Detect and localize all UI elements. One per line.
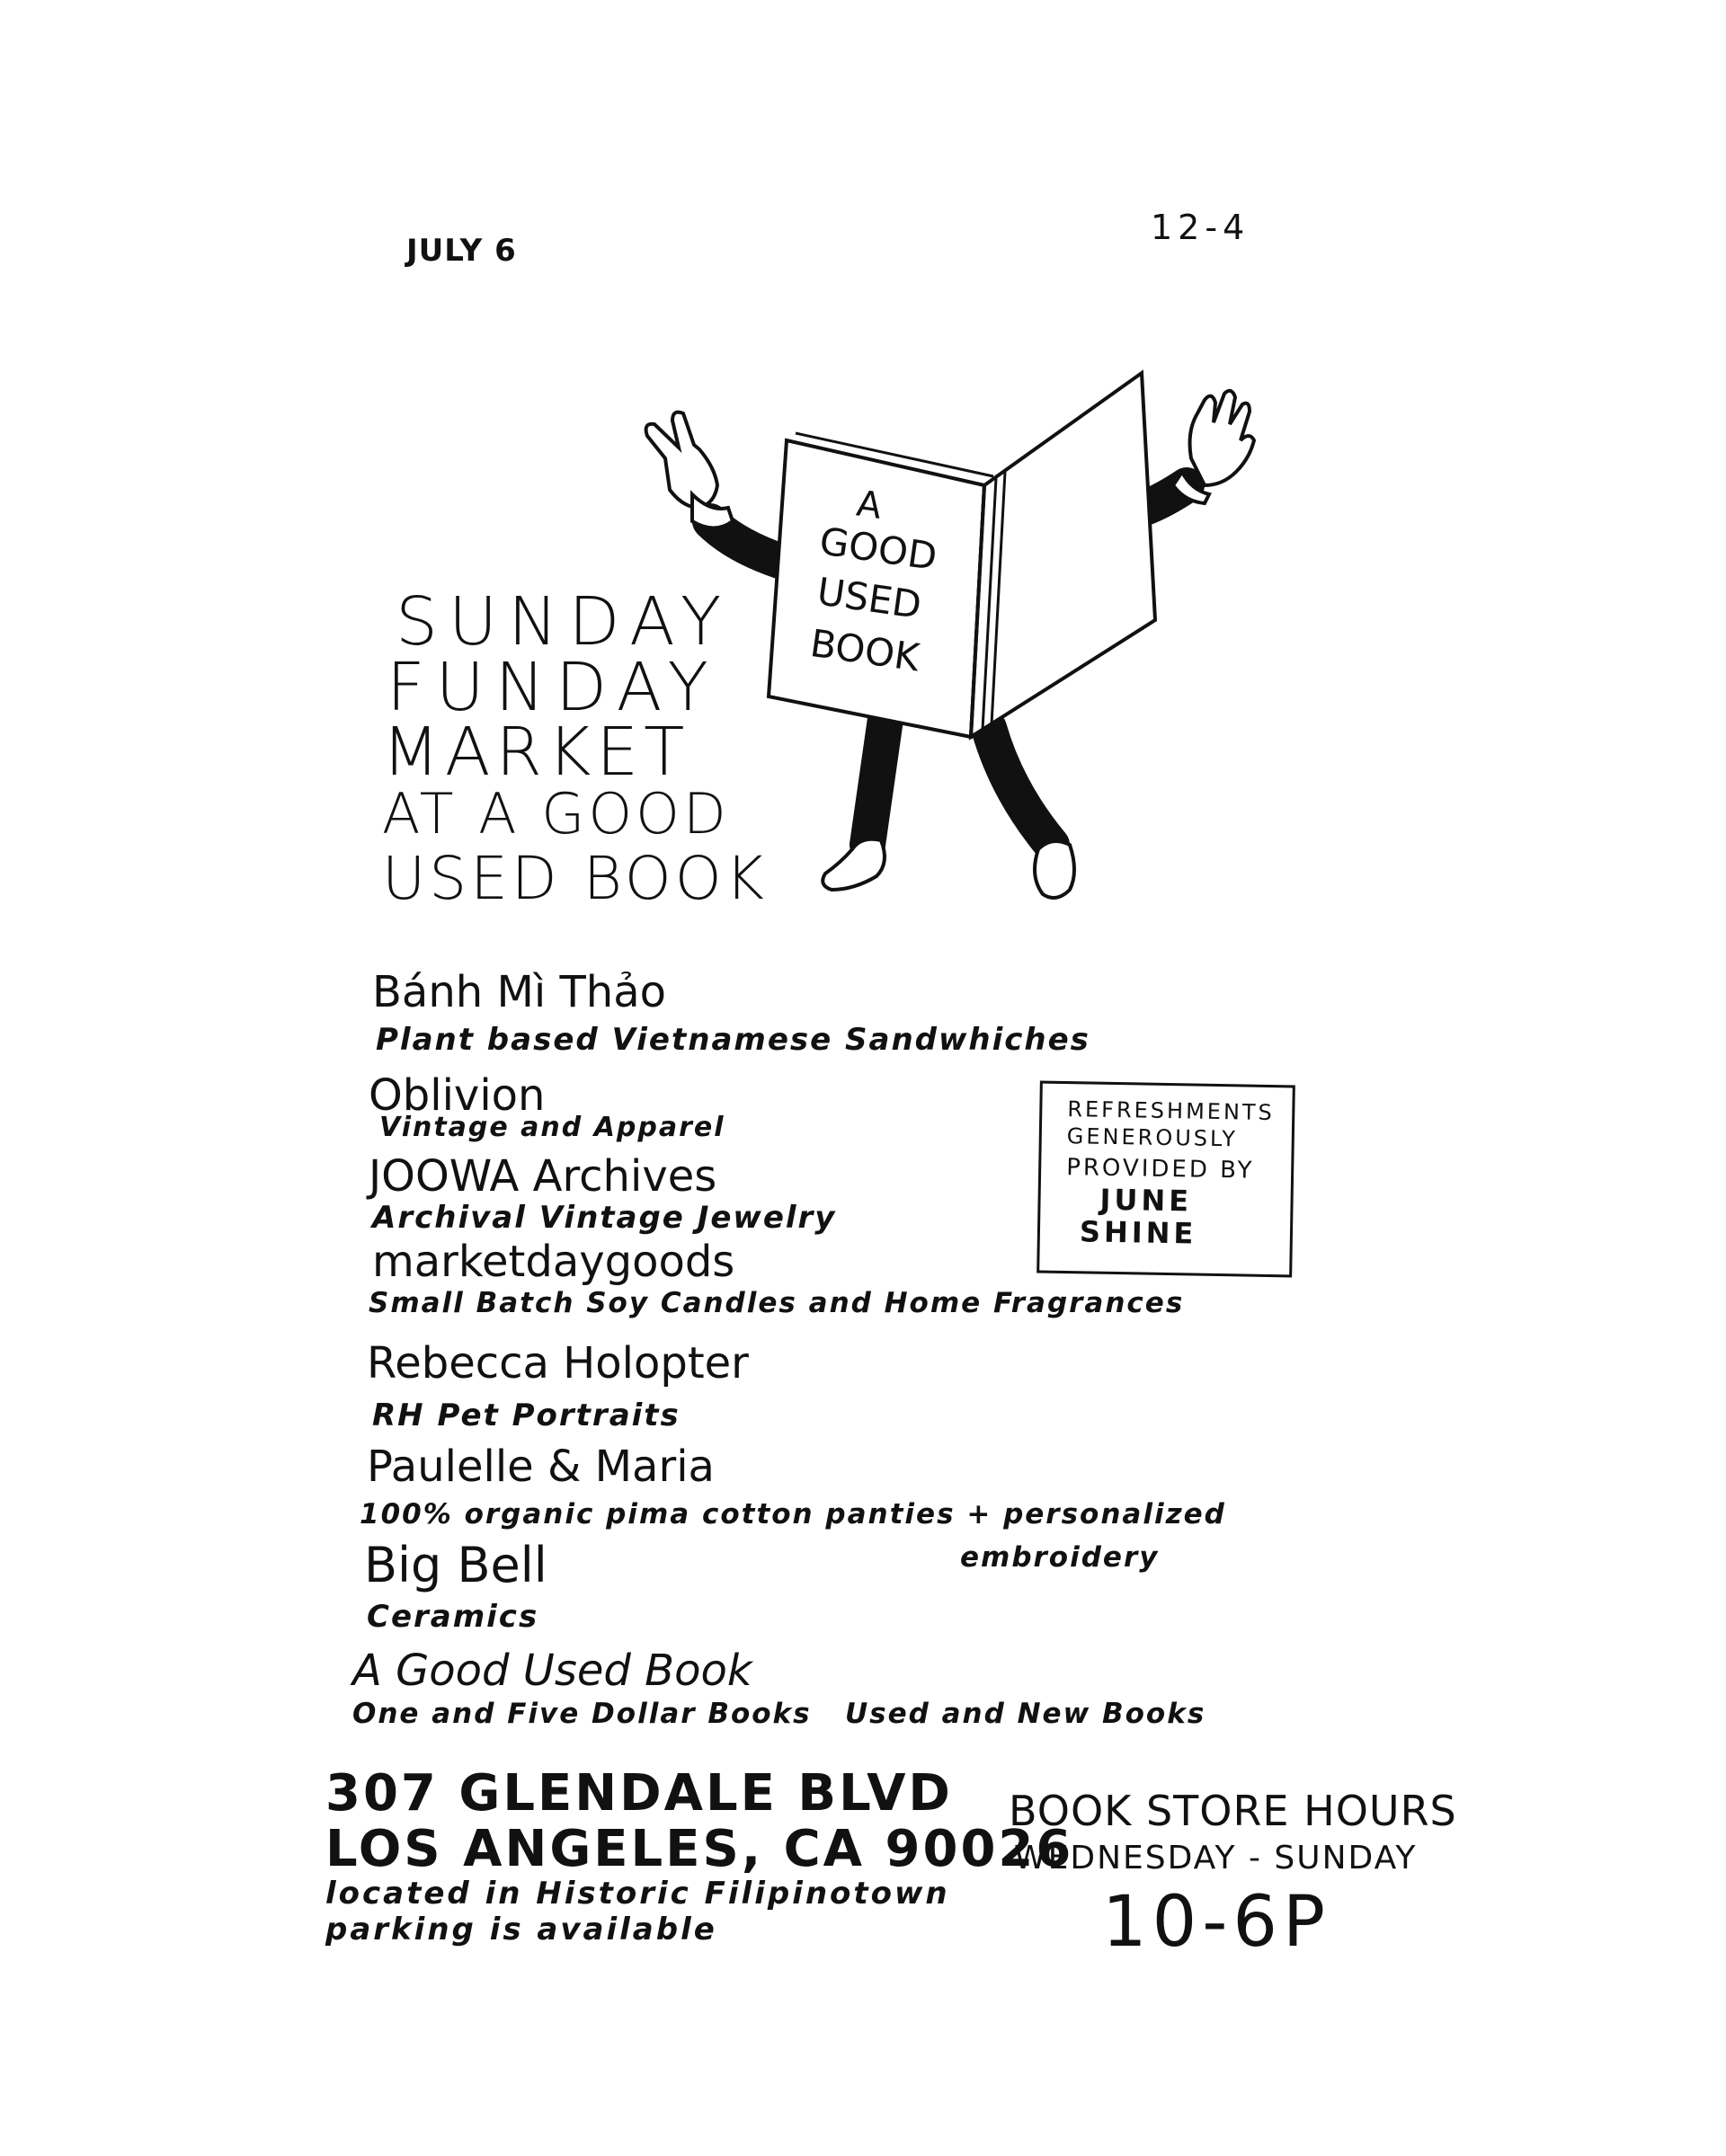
address-city: LOS ANGELES, CA 90026 bbox=[325, 1820, 1074, 1878]
vendor-desc: Plant based Vietnamese Sandwhiches bbox=[376, 1022, 1090, 1058]
title-line-3: MARKET bbox=[382, 714, 690, 791]
right-glove-icon bbox=[1170, 388, 1257, 506]
address-note-parking: parking is available bbox=[325, 1912, 717, 1947]
title-line-4: AT A GOOD bbox=[382, 781, 730, 847]
title-line-2: FUNDAY bbox=[387, 649, 719, 726]
vendor-desc-continued: Used and New Books bbox=[845, 1698, 1206, 1730]
walking-book-mascot-icon: A GOOD USED BOOK bbox=[644, 369, 1257, 900]
refreshments-line-3: PROVIDED BY bbox=[1065, 1154, 1255, 1184]
vendor-name: Rebecca Holopter bbox=[367, 1338, 749, 1389]
vendor-desc: Archival Vintage Jewelry bbox=[372, 1200, 837, 1236]
vendor-name: Bánh Mì Thảo bbox=[372, 967, 666, 1017]
vendor-desc-continued: embroidery bbox=[960, 1541, 1160, 1574]
vendor-desc: Small Batch Soy Candles and Home Fragran… bbox=[369, 1287, 1185, 1319]
vendor-desc: One and Five Dollar Books bbox=[352, 1698, 812, 1730]
store-hours-time: 10-6P bbox=[1102, 1882, 1331, 1963]
store-hours-days: WEDNESDAY - SUNDAY bbox=[1014, 1840, 1418, 1877]
event-date: JULY 6 bbox=[406, 233, 517, 269]
vendor-name: Paulelle & Maria bbox=[367, 1442, 715, 1492]
title-line-1: SUNDAY bbox=[396, 583, 733, 661]
refreshments-line-1: REFRESHMENTS bbox=[1067, 1096, 1276, 1126]
vendor-name: marketdaygoods bbox=[372, 1237, 735, 1287]
vendor-name: A Good Used Book bbox=[352, 1646, 752, 1696]
sponsor-line-1: JUNE bbox=[1099, 1182, 1193, 1219]
vendor-desc: Ceramics bbox=[367, 1599, 539, 1635]
event-time: 12-4 bbox=[1151, 208, 1250, 247]
refreshments-line-2: GENEROUSLY bbox=[1066, 1123, 1239, 1152]
vendor-name: Big Bell bbox=[364, 1537, 547, 1593]
store-hours-heading: BOOK STORE HOURS bbox=[1009, 1787, 1457, 1835]
vendor-name: JOOWA Archives bbox=[369, 1151, 717, 1202]
title-line-5: USED BOOK bbox=[382, 844, 768, 913]
vendor-desc: 100% organic pima cotton panties + perso… bbox=[360, 1498, 1226, 1530]
vendor-desc: Vintage and Apparel bbox=[379, 1112, 725, 1143]
left-glove-icon bbox=[644, 410, 735, 530]
address-street: 307 GLENDALE BLVD bbox=[325, 1764, 953, 1823]
refreshments-box: REFRESHMENTS GENEROUSLY PROVIDED BY JUNE… bbox=[1036, 1080, 1295, 1278]
sponsor-line-2: SHINE bbox=[1079, 1214, 1197, 1251]
address-note-neighborhood: located in Historic Filipinotown bbox=[325, 1876, 950, 1912]
vendor-name: Oblivion bbox=[369, 1070, 546, 1121]
vendor-desc: RH Pet Portraits bbox=[372, 1397, 681, 1433]
